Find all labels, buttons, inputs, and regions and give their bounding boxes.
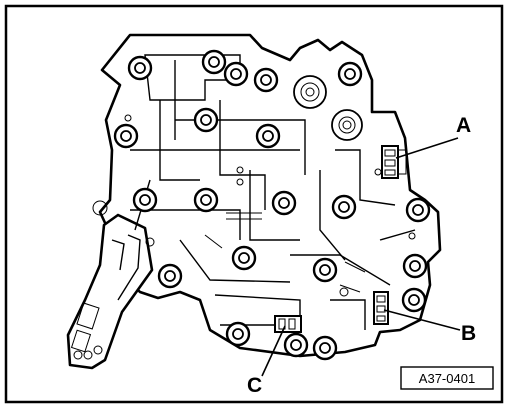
bolt bbox=[157, 263, 183, 289]
bolt bbox=[193, 187, 219, 213]
bolt bbox=[402, 253, 428, 279]
bolt bbox=[231, 245, 257, 271]
arm-port bbox=[93, 345, 103, 355]
bolt bbox=[193, 107, 219, 133]
arm-slot bbox=[76, 302, 100, 330]
connector-a bbox=[381, 145, 407, 179]
bolt bbox=[312, 335, 338, 361]
bolt bbox=[223, 61, 249, 87]
valve-body-arm bbox=[66, 213, 154, 370]
bolt bbox=[225, 321, 251, 347]
callout-c: C bbox=[247, 374, 262, 397]
figure-id: A37-0401 bbox=[419, 371, 475, 386]
internal-channels bbox=[130, 54, 416, 330]
small-hole bbox=[339, 287, 349, 297]
boss-upper bbox=[293, 75, 327, 109]
small-hole bbox=[236, 178, 244, 186]
bolt bbox=[337, 61, 363, 87]
callout-b: B bbox=[461, 322, 476, 345]
bolt bbox=[331, 194, 357, 220]
connector-b bbox=[373, 291, 389, 325]
bolt bbox=[271, 190, 297, 216]
bolt bbox=[255, 123, 281, 149]
arm-port bbox=[83, 350, 93, 360]
figure-frame bbox=[4, 4, 504, 404]
bolt bbox=[113, 123, 139, 149]
small-hole bbox=[92, 200, 108, 216]
figure-id-box bbox=[400, 366, 494, 390]
bolt bbox=[405, 197, 431, 223]
small-hole bbox=[236, 166, 244, 174]
connector-c bbox=[274, 315, 302, 333]
arm-rib bbox=[111, 239, 125, 271]
arm-rib bbox=[117, 234, 141, 301]
callout-a: A bbox=[456, 114, 471, 137]
boss-lower bbox=[331, 109, 363, 141]
small-hole bbox=[145, 237, 155, 247]
bolt bbox=[127, 55, 153, 81]
leader-line-c bbox=[261, 325, 286, 377]
leader-line-a bbox=[395, 137, 459, 159]
bolt bbox=[253, 67, 279, 93]
arm-slot bbox=[70, 329, 92, 353]
bolt bbox=[283, 332, 309, 358]
arm-port bbox=[73, 350, 83, 360]
small-hole bbox=[124, 114, 132, 122]
small-hole bbox=[408, 232, 416, 240]
leader-line-b bbox=[383, 309, 461, 331]
bolt bbox=[201, 49, 227, 75]
bolt bbox=[312, 257, 338, 283]
bolt bbox=[132, 187, 158, 213]
bolt bbox=[401, 287, 427, 313]
bolts bbox=[113, 49, 431, 361]
